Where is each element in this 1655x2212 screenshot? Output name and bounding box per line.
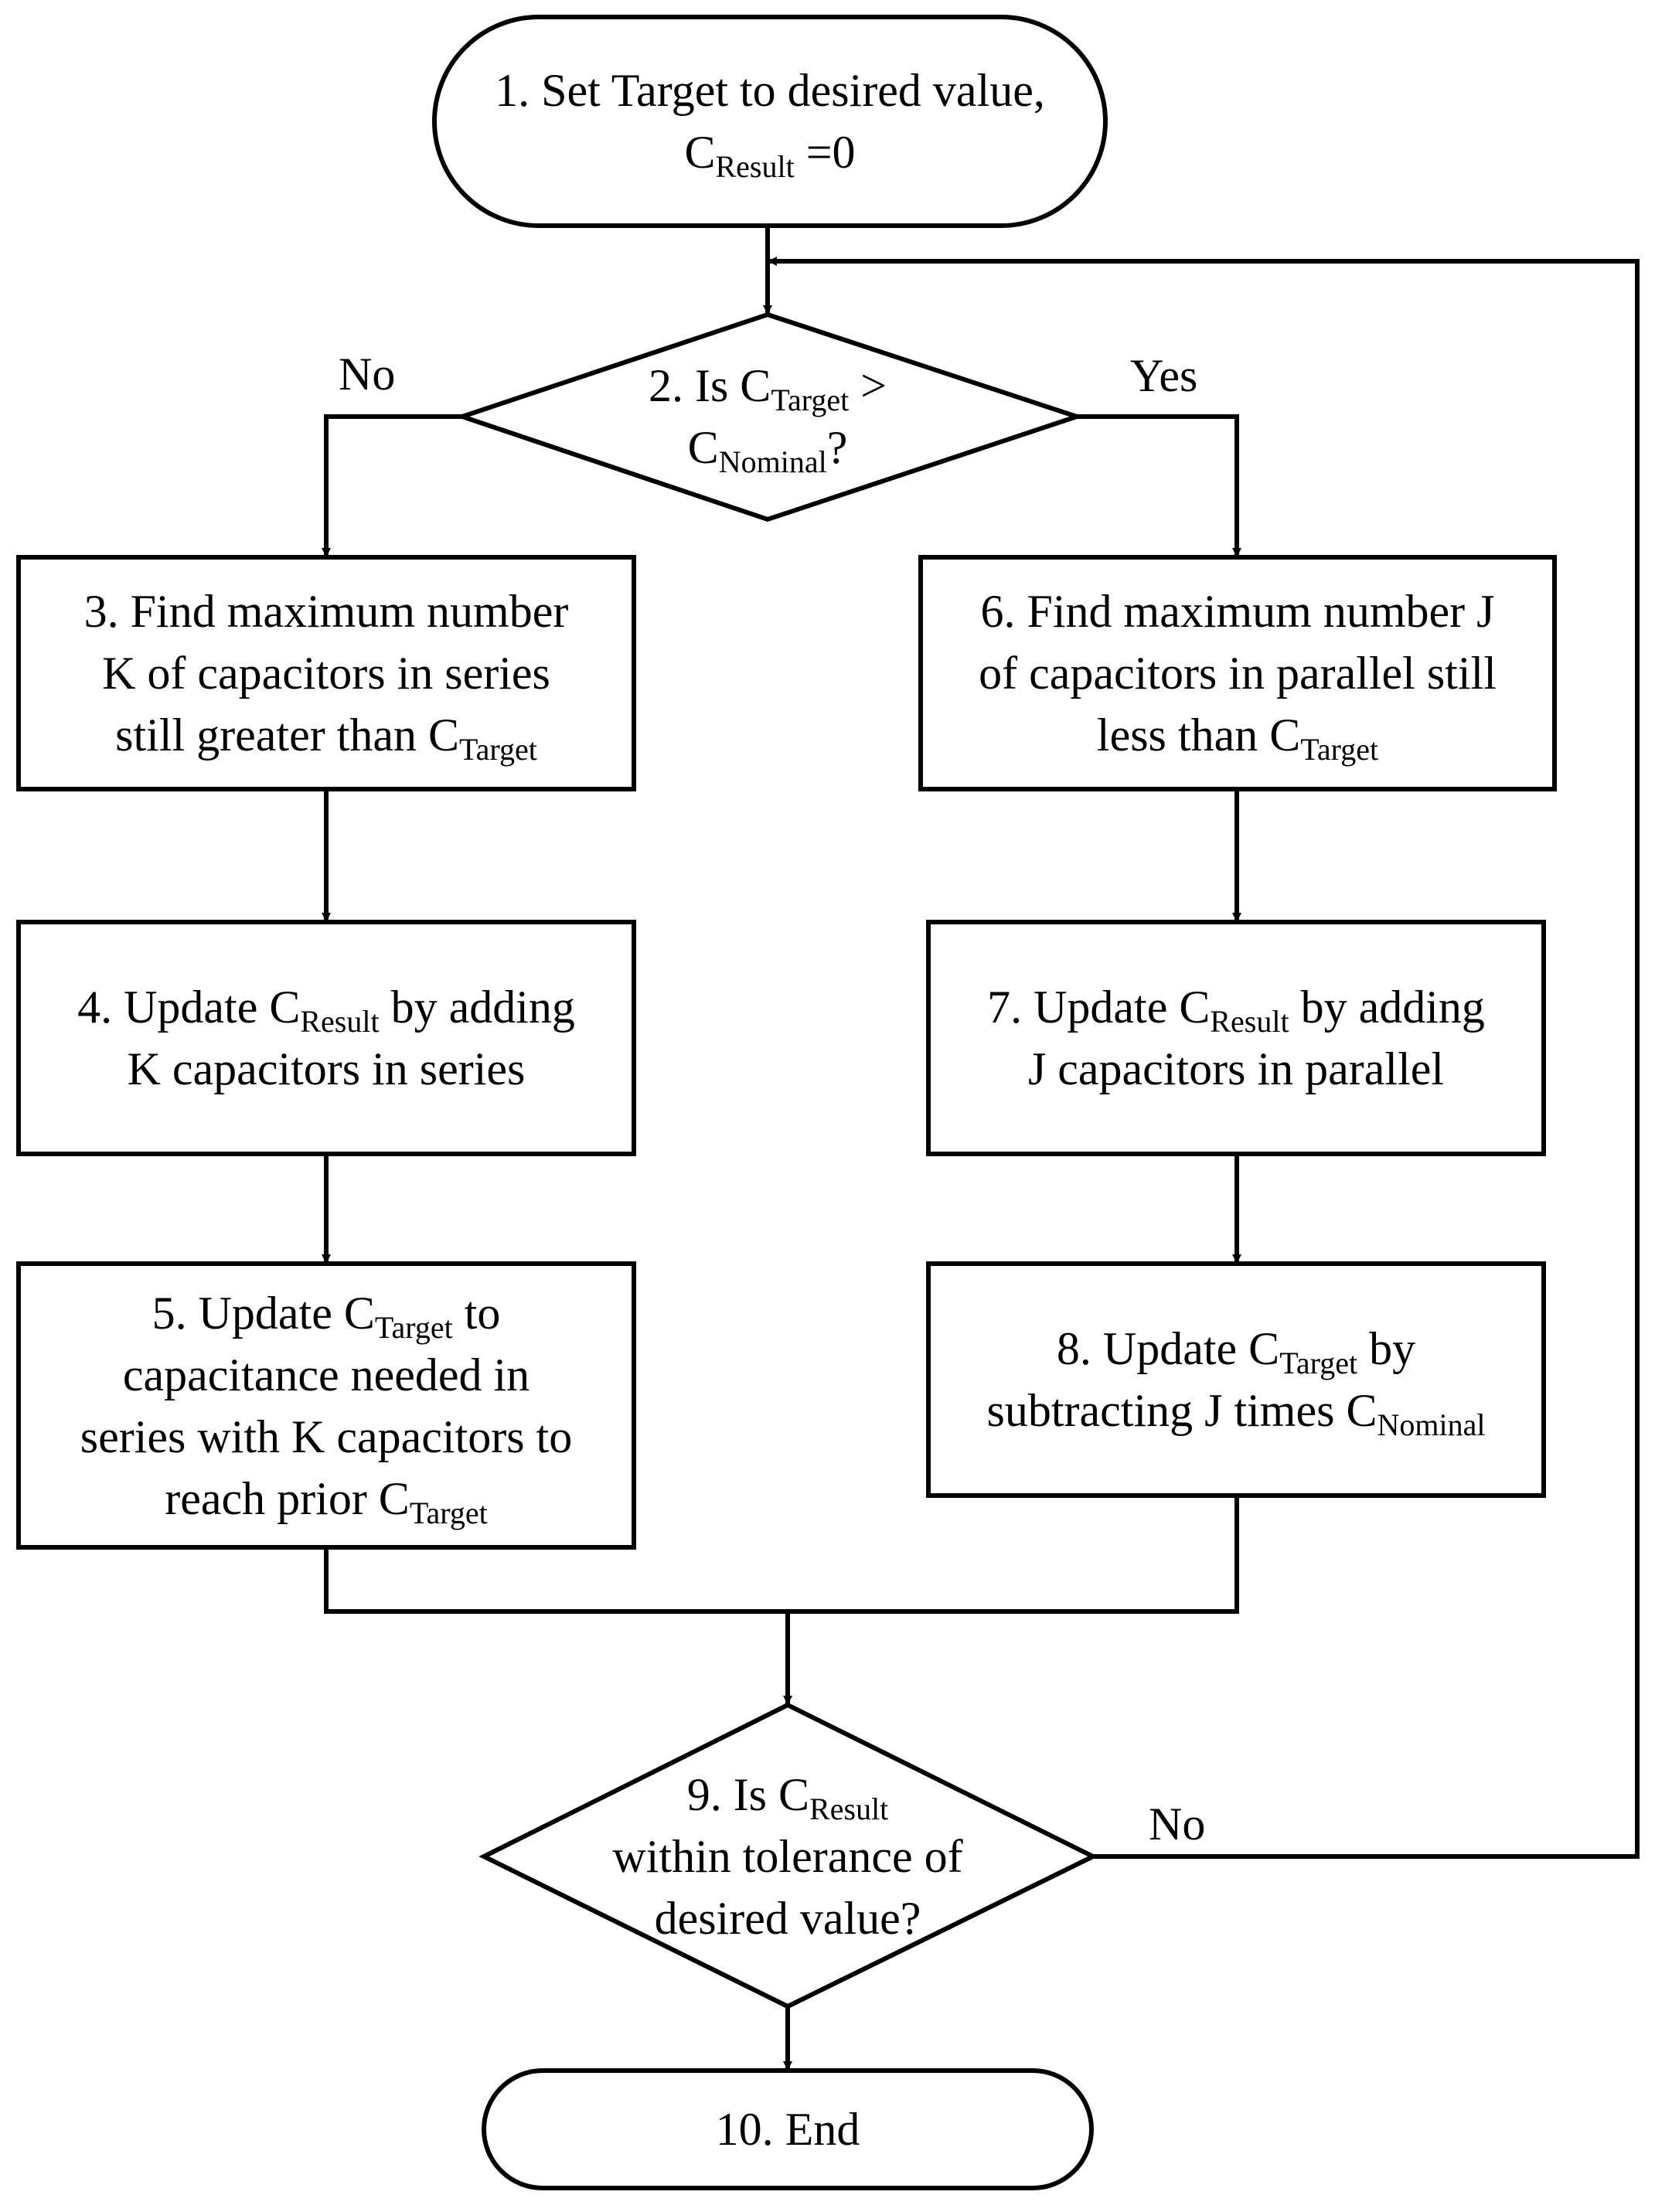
subscript: Result [300, 1004, 380, 1039]
text-segment: K capacitors in series [127, 1043, 526, 1094]
node-5-shape [16, 1261, 636, 1550]
text-segment: J capacitors in parallel [1027, 1043, 1445, 1094]
text-segment: 8. Update C [1056, 1323, 1280, 1374]
node-7-shape [926, 920, 1546, 1156]
node-text-line: of capacitors in parallel still [979, 642, 1497, 704]
node-text-line: K of capacitors in series [102, 642, 550, 704]
text-segment: by [1357, 1323, 1416, 1374]
text-segment: 3. Find maximum number [83, 586, 569, 637]
text-segment: ? [826, 422, 848, 473]
node-1-text: 1. Set Target to desired value,CResult =… [434, 17, 1105, 226]
node-text-line: 9. Is CResult [687, 1764, 889, 1826]
text-segment: still greater than C [115, 710, 459, 761]
node-text-line: 1. Set Target to desired value, [495, 60, 1045, 121]
node-10-shape [482, 2068, 1094, 2190]
subscript: Target [459, 732, 537, 767]
node-2-shape [455, 311, 1085, 522]
node-text-line: 3. Find maximum number [84, 580, 569, 642]
node-text-line: J capacitors in parallel [1028, 1038, 1444, 1100]
subscript: Result [809, 1792, 889, 1826]
text-segment: by adding [1289, 982, 1485, 1033]
node-text-line: within tolerance of [612, 1826, 962, 1887]
text-segment: 4. Update C [77, 982, 301, 1033]
text-segment: C [684, 127, 716, 178]
node-6-shape [918, 555, 1557, 791]
text-segment: of capacitors in parallel still [979, 648, 1497, 699]
node-text-line: K capacitors in series [128, 1038, 526, 1100]
text-segment: =0 [794, 127, 856, 178]
node-text-line: reach prior CTarget [165, 1468, 487, 1530]
text-segment: 6. Find maximum number J [980, 586, 1495, 637]
subscript: Result [1210, 1004, 1289, 1039]
subscript: Target [1279, 1346, 1358, 1380]
node-text-line: 5. Update CTarget to [152, 1282, 501, 1344]
node-text-line: still greater than CTarget [115, 704, 537, 766]
node-text-line: desired value? [655, 1887, 921, 1949]
node-text-line: series with K capacitors to [80, 1406, 572, 1468]
text-segment: 9. Is C [686, 1769, 810, 1820]
edge-label-no-left: No [339, 349, 396, 400]
text-segment: less than C [1096, 710, 1301, 761]
edge-label-yes: Yes [1130, 350, 1198, 401]
node-text-line: subtracting J times CNominal [987, 1380, 1486, 1441]
text-segment: subtracting J times C [986, 1385, 1377, 1436]
node-text-line: less than CTarget [1097, 704, 1378, 766]
edge-5-to-merge [324, 1496, 1239, 1614]
node-text-line: 8. Update CTarget by [1057, 1318, 1415, 1380]
node-text-line: 7. Update CResult by adding [987, 976, 1485, 1038]
text-segment: within tolerance of [612, 1831, 963, 1882]
subscript: Result [715, 149, 795, 184]
text-segment: capacitance needed in [122, 1349, 530, 1400]
node-text-line: capacitance needed in [123, 1344, 530, 1406]
node-text-line: 2. Is CTarget > [649, 355, 887, 417]
edge-2-to-3 [322, 414, 462, 557]
node-text-line: 6. Find maximum number J [981, 580, 1495, 642]
subscript: Target [1300, 732, 1379, 767]
node-2-text: 2. Is CTarget >CNominal? [555, 335, 980, 498]
subscript: Target [771, 383, 850, 417]
node-8-shape [926, 1261, 1546, 1498]
node-3-text: 3. Find maximum number K of capacitors in… [19, 557, 634, 789]
text-segment: by adding [379, 982, 575, 1033]
text-segment: 2. Is C [648, 360, 771, 411]
text-segment: K of capacitors in series [102, 648, 550, 699]
text-segment: 1. Set Target to desired value, [495, 65, 1045, 116]
node-6-text: 6. Find maximum number J of capacitors in… [921, 557, 1555, 789]
text-segment: 10. End [715, 2104, 860, 2155]
text-segment: desired value? [654, 1893, 921, 1944]
subscript: Target [409, 1495, 488, 1530]
node-10-text: 10. End [484, 2071, 1091, 2188]
node-3-shape [16, 555, 636, 791]
edge-label-no-loop: No [1149, 1799, 1206, 1850]
text-segment: series with K capacitors to [80, 1411, 573, 1462]
subscript: Target [374, 1309, 453, 1345]
node-text-line: CResult =0 [684, 121, 855, 183]
text-segment: to [452, 1287, 501, 1339]
text-segment: > [849, 360, 887, 411]
text-segment: 7. Update C [987, 982, 1211, 1033]
node-text-line: 10. End [716, 2098, 860, 2160]
text-segment: 5. Update C [152, 1287, 375, 1339]
subscript: Nominal [1377, 1407, 1486, 1442]
edge-9-loop-to-2 [768, 257, 1640, 1859]
subscript: Nominal [718, 444, 827, 479]
node-text-line: 4. Update CResult by adding [77, 976, 575, 1038]
edge-2-to-6 [1077, 414, 1241, 557]
text-segment: reach prior C [165, 1472, 410, 1524]
node-text-line: CNominal? [688, 417, 848, 478]
text-segment: C [687, 422, 719, 473]
